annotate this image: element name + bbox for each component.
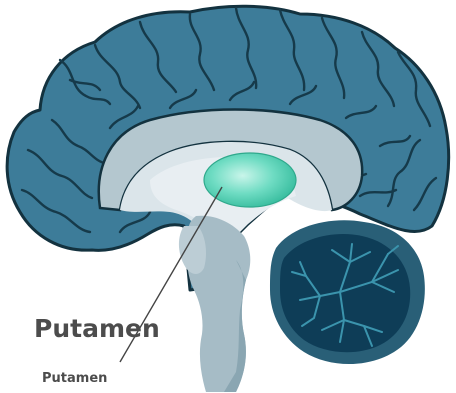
putamen-title-label: Putamen xyxy=(34,314,160,343)
putamen-structure xyxy=(204,153,296,207)
cerebellum xyxy=(270,220,425,364)
putamen-caption-label: Putamen xyxy=(42,371,107,386)
pons xyxy=(179,226,206,274)
